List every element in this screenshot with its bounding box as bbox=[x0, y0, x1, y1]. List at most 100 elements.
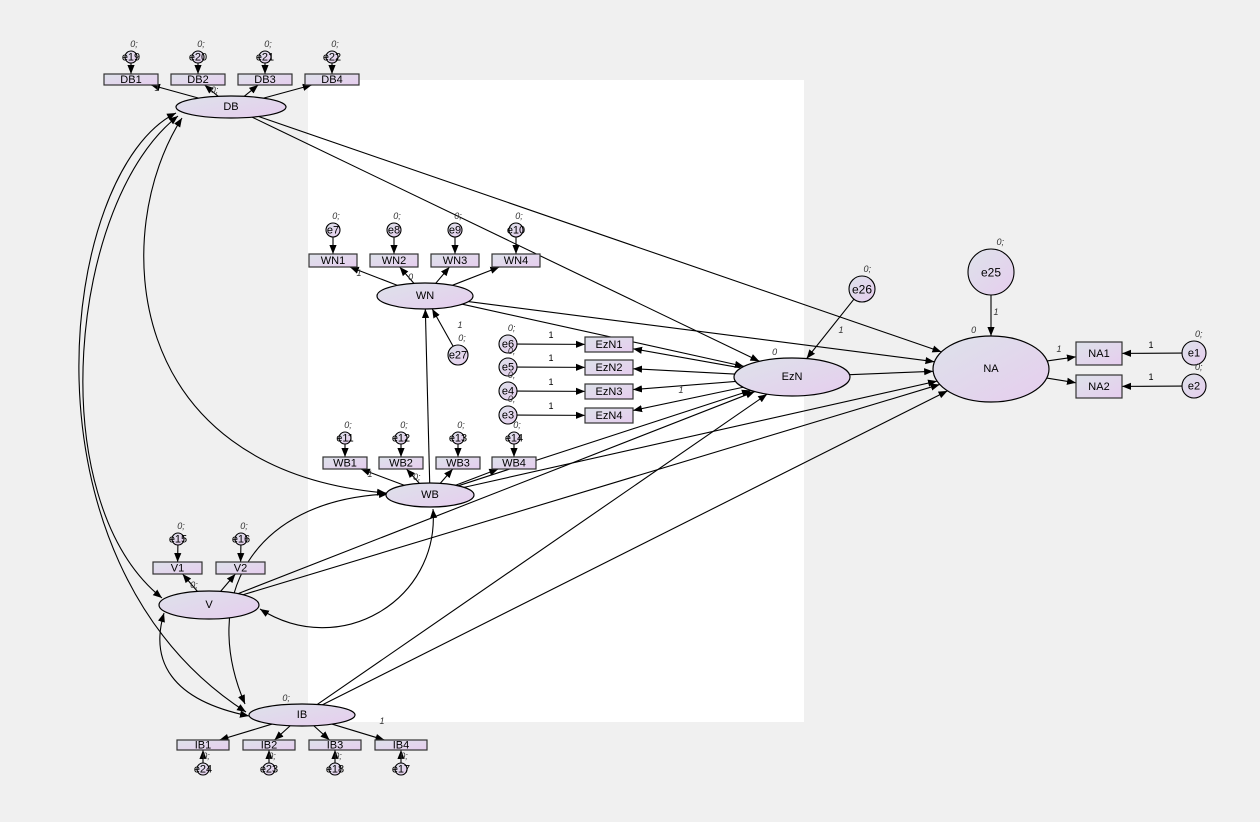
observed-IB2[interactable] bbox=[242, 739, 296, 751]
error-path-e27[interactable] bbox=[431, 308, 454, 347]
loading-NA-NA1[interactable] bbox=[1047, 354, 1077, 362]
observed-WN4[interactable] bbox=[491, 253, 541, 268]
observed-EzN2[interactable] bbox=[584, 359, 634, 376]
loading-WN-WN3[interactable] bbox=[435, 266, 450, 284]
loading-DB-DB4[interactable] bbox=[263, 83, 312, 99]
observed-EzN1[interactable] bbox=[584, 336, 634, 353]
error-e19[interactable] bbox=[124, 50, 138, 64]
error-e18[interactable] bbox=[328, 762, 342, 776]
observed-IB4[interactable] bbox=[374, 739, 428, 751]
observed-NA2[interactable] bbox=[1075, 374, 1123, 399]
latent-IB[interactable] bbox=[248, 703, 356, 727]
structural-WB-EzN[interactable] bbox=[458, 389, 752, 487]
error-e22[interactable] bbox=[325, 50, 339, 64]
observed-EzN3[interactable] bbox=[584, 383, 634, 400]
structural-WB-WN[interactable] bbox=[421, 308, 431, 484]
covariance-V-IB[interactable] bbox=[157, 612, 250, 718]
error-e25[interactable] bbox=[967, 248, 1015, 296]
error-e7[interactable] bbox=[325, 222, 341, 238]
error-e21[interactable] bbox=[258, 50, 272, 64]
structural-EzN-NA[interactable] bbox=[849, 368, 934, 376]
structural-WN-EzN[interactable] bbox=[462, 303, 745, 368]
error-mean: 0; bbox=[197, 39, 205, 49]
observed-V1[interactable] bbox=[152, 561, 203, 575]
latent-V[interactable] bbox=[158, 590, 260, 620]
latent-WN[interactable] bbox=[376, 282, 474, 310]
observed-V2[interactable] bbox=[215, 561, 266, 575]
loading-WB-WB2[interactable] bbox=[406, 468, 420, 484]
error-mean: 0; bbox=[508, 346, 516, 356]
latent-mean: 0 bbox=[772, 347, 777, 357]
loading-WN-WN4[interactable] bbox=[452, 266, 500, 286]
latent-DB[interactable] bbox=[175, 95, 287, 119]
covariance-DB-IB[interactable] bbox=[78, 112, 247, 713]
loading-WB-WB3[interactable] bbox=[439, 468, 454, 484]
error-e24[interactable] bbox=[196, 762, 210, 776]
observed-WB4[interactable] bbox=[491, 456, 537, 470]
loading-DB-DB2[interactable] bbox=[204, 84, 219, 97]
observed-DB1[interactable] bbox=[103, 73, 159, 86]
observed-DB4[interactable] bbox=[304, 73, 360, 86]
observed-WN1[interactable] bbox=[308, 253, 358, 268]
loading-EzN-EzN4[interactable] bbox=[632, 386, 744, 413]
observed-IB3[interactable] bbox=[308, 739, 362, 751]
error-e9[interactable] bbox=[447, 222, 463, 238]
loading-EzN-EzN1[interactable] bbox=[632, 346, 742, 369]
observed-WB3[interactable] bbox=[435, 456, 481, 470]
error-e5[interactable] bbox=[498, 357, 518, 377]
latent-NA[interactable] bbox=[932, 335, 1050, 403]
loading-DB-DB1[interactable] bbox=[150, 83, 199, 99]
structural-WN-NA[interactable] bbox=[468, 301, 935, 365]
covariance-DB-V[interactable] bbox=[82, 115, 179, 599]
error-e27[interactable] bbox=[447, 344, 469, 366]
covariance-DB-WB[interactable] bbox=[143, 117, 387, 496]
loading-NA-NA2[interactable] bbox=[1046, 377, 1077, 385]
error-e2[interactable] bbox=[1181, 373, 1207, 399]
error-e17[interactable] bbox=[394, 762, 408, 776]
loading-WB-WB4[interactable] bbox=[455, 468, 499, 486]
error-e14[interactable] bbox=[507, 431, 521, 445]
error-e13[interactable] bbox=[451, 431, 465, 445]
observed-WN2[interactable] bbox=[369, 253, 419, 268]
error-e20[interactable] bbox=[191, 50, 205, 64]
observed-DB3[interactable] bbox=[237, 73, 293, 86]
observed-NA1[interactable] bbox=[1075, 341, 1123, 366]
error-e4[interactable] bbox=[498, 381, 518, 401]
loading-IB-IB2[interactable] bbox=[274, 725, 291, 741]
error-label: e2 bbox=[1188, 381, 1200, 393]
error-e6[interactable] bbox=[498, 334, 518, 354]
loading-IB-IB4[interactable] bbox=[331, 723, 385, 741]
loading-EzN-EzN3[interactable] bbox=[632, 380, 736, 393]
observed-EzN4[interactable] bbox=[584, 407, 634, 424]
observed-WB1[interactable] bbox=[322, 456, 368, 470]
structural-IB-EzN[interactable] bbox=[316, 393, 768, 705]
error-e26[interactable] bbox=[848, 275, 876, 303]
loading-IB-IB3[interactable] bbox=[313, 725, 330, 741]
loading-WN-WN2[interactable] bbox=[399, 266, 415, 284]
error-e11[interactable] bbox=[338, 431, 352, 445]
latent-WB[interactable] bbox=[385, 482, 475, 508]
observed-label: IB4 bbox=[393, 740, 410, 752]
error-e3[interactable] bbox=[498, 405, 518, 425]
error-mean: 0; bbox=[1195, 362, 1203, 372]
observed-DB2[interactable] bbox=[170, 73, 226, 86]
loading-DB-DB3[interactable] bbox=[243, 84, 259, 97]
error-e15[interactable] bbox=[171, 532, 185, 546]
error-e12[interactable] bbox=[394, 431, 408, 445]
latent-EzN[interactable] bbox=[733, 357, 851, 397]
error-e23[interactable] bbox=[262, 762, 276, 776]
observed-IB1[interactable] bbox=[176, 739, 230, 751]
error-e1[interactable] bbox=[1181, 340, 1207, 366]
error-e8[interactable] bbox=[386, 222, 402, 238]
error-e10[interactable] bbox=[508, 222, 524, 238]
structural-WB-NA[interactable] bbox=[463, 379, 938, 488]
observed-WN3[interactable] bbox=[430, 253, 480, 268]
loading-IB-IB1[interactable] bbox=[219, 723, 273, 741]
loading-EzN-EzN2[interactable] bbox=[632, 365, 735, 375]
error-path-e26[interactable] bbox=[806, 298, 855, 359]
loading-V-V2[interactable] bbox=[220, 573, 236, 592]
observed-WB2[interactable] bbox=[378, 456, 424, 470]
error-e16[interactable] bbox=[234, 532, 248, 546]
structural-IB-NA[interactable] bbox=[321, 390, 948, 706]
